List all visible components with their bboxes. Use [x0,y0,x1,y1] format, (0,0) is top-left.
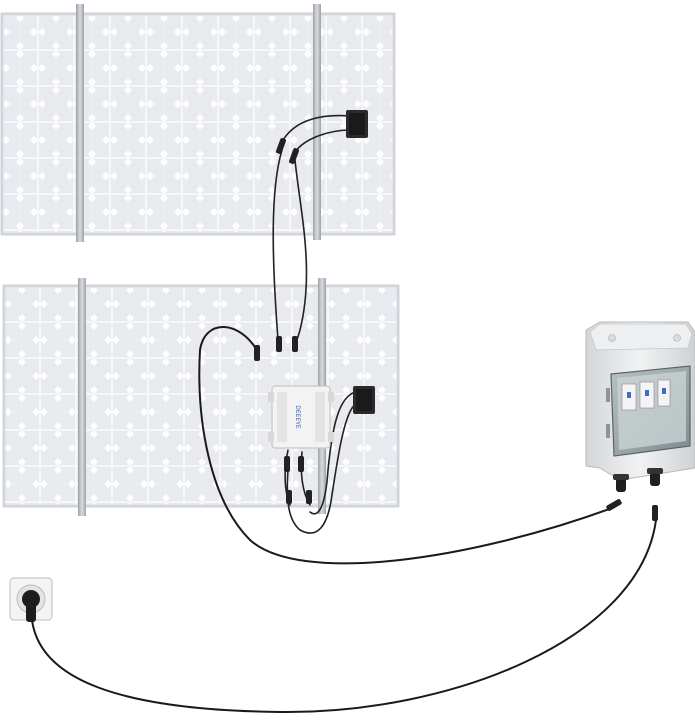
mounting-rail-bottom-left [78,278,86,516]
solar-panel-bottom [2,284,400,508]
wall-socket-icon [9,577,53,622]
mounting-rail-top-left [76,4,84,242]
junction-box-bottom [353,386,375,414]
inverter-brand-label: DEEEYE [294,405,301,429]
micro-inverter: DEEEYE [268,385,334,449]
mounting-rail-top-right [313,4,321,240]
mc4-connectors [254,138,658,521]
dc-cables [198,114,613,565]
junction-box-top [346,110,368,138]
distribution-box-icon [585,321,695,492]
solar-panel-top [0,12,396,236]
ac-cable-socket [31,519,657,714]
